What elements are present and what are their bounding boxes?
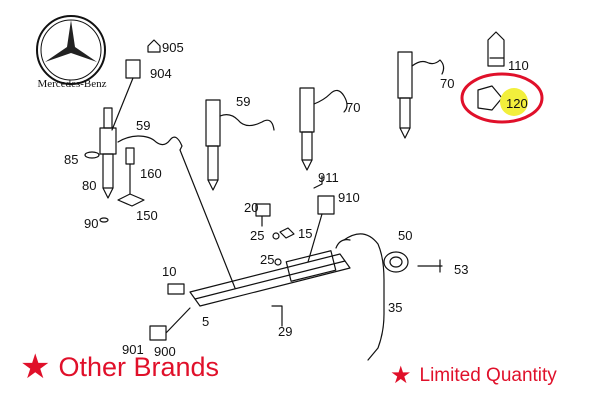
part-label: 53 bbox=[454, 262, 468, 277]
brand-name: Mercedes-Benz bbox=[37, 78, 107, 90]
part-label: 25 bbox=[250, 228, 264, 243]
star-icon: ★ bbox=[20, 348, 51, 386]
part-label: 5 bbox=[202, 314, 209, 329]
part-label: 15 bbox=[298, 226, 312, 241]
valve-910-icon bbox=[313, 175, 335, 215]
injector-middle-2-icon bbox=[299, 87, 348, 171]
limited-quantity-badge: ★ Limited Quantity bbox=[390, 364, 557, 388]
part-label: 35 bbox=[388, 300, 402, 315]
part-label: 120 bbox=[506, 96, 528, 111]
part-label: 85 bbox=[64, 152, 78, 167]
part-label: 70 bbox=[440, 76, 454, 91]
part-label: 70 bbox=[346, 100, 360, 115]
bolt-53-icon bbox=[417, 259, 443, 273]
part-label: 110 bbox=[508, 58, 529, 73]
part-label: 160 bbox=[140, 166, 162, 181]
pressure-line-35-icon bbox=[343, 233, 385, 361]
fuel-line-59-left-icon bbox=[117, 135, 183, 151]
part-label: 50 bbox=[398, 228, 412, 243]
bolt-29-icon bbox=[271, 305, 283, 327]
bracket-120-icon bbox=[477, 85, 503, 111]
clamp-50-icon bbox=[383, 251, 409, 273]
connector-900-icon bbox=[149, 307, 191, 341]
injector-right-icon bbox=[397, 51, 445, 139]
sensor-20-icon bbox=[255, 203, 271, 227]
part-label: 59 bbox=[136, 118, 150, 133]
part-label: 90 bbox=[84, 216, 98, 231]
part-label: 905 bbox=[162, 40, 184, 55]
highlight-ring bbox=[460, 72, 544, 124]
part-label: 25 bbox=[260, 252, 274, 267]
part-label: 901 bbox=[122, 342, 144, 357]
part-label: 20 bbox=[244, 200, 258, 215]
bracket-110-icon bbox=[487, 31, 505, 67]
bolt-15-icon bbox=[279, 227, 295, 239]
highlight-fill bbox=[500, 88, 528, 116]
star-icon: ★ bbox=[390, 362, 412, 389]
part-label: 150 bbox=[136, 208, 158, 223]
mercedes-logo-icon bbox=[36, 15, 106, 85]
fuel-rail-icon bbox=[189, 239, 351, 307]
injector-middle-1-icon bbox=[205, 99, 275, 191]
part-label: 910 bbox=[338, 190, 360, 205]
leader-line bbox=[179, 149, 236, 289]
sensor-10-icon bbox=[167, 283, 185, 295]
limited-quantity-label: Limited Quantity bbox=[419, 365, 557, 386]
injector-left-icon bbox=[84, 39, 161, 223]
part-label: 904 bbox=[150, 66, 172, 81]
other-brands-label: Other Brands bbox=[58, 351, 220, 382]
other-brands-badge: ★ Other Brands bbox=[20, 350, 219, 384]
part-label: 80 bbox=[82, 178, 96, 193]
part-label: 911 bbox=[318, 170, 339, 185]
part-label: 900 bbox=[154, 344, 176, 359]
part-label: 59 bbox=[236, 94, 250, 109]
part-label: 10 bbox=[162, 264, 176, 279]
part-label: 29 bbox=[278, 324, 292, 339]
